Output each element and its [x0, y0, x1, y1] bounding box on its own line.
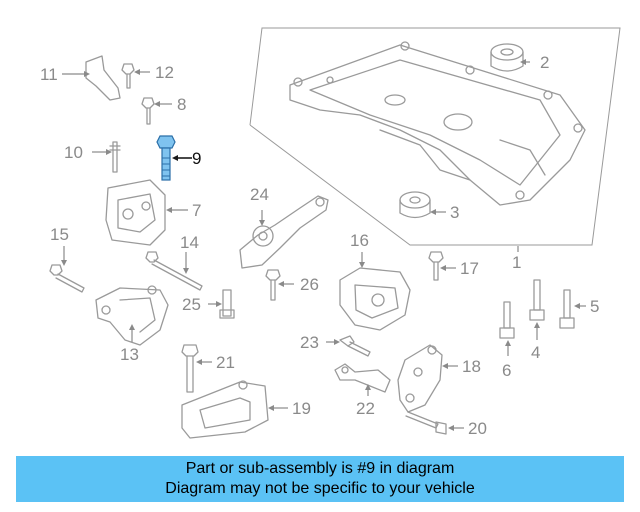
callout-24: 24: [250, 185, 269, 204]
part-23-bolt: [339, 335, 371, 357]
part-2-bushing: [490, 43, 524, 72]
part-16-mount: [339, 267, 411, 331]
part-14-bolt: [145, 251, 203, 291]
part-4-bolt: [529, 279, 545, 321]
callout-17: 17: [460, 259, 479, 278]
parts-diagram: 11 12 8 10 9 7 14 15 13 24 26 25 16 17 2…: [40, 27, 621, 439]
part-25-bolt: [219, 289, 235, 319]
part-10-stud: [109, 141, 121, 173]
callout-15: 15: [50, 225, 69, 244]
callout-18: 18: [462, 357, 481, 376]
part-18-bracket: [397, 344, 443, 413]
callout-9: 9: [192, 149, 201, 168]
callout-6: 6: [502, 361, 511, 380]
banner-line-1: Part or sub-assembly is #9 in diagram: [185, 460, 455, 477]
part-17-bolt: [428, 251, 444, 281]
part-6-bolt: [499, 301, 515, 339]
callout-1: 1: [512, 253, 521, 272]
part-20-bolt: [405, 411, 447, 435]
callout-10: 10: [64, 143, 83, 162]
callout-3: 3: [450, 203, 459, 222]
callout-2: 2: [540, 53, 549, 72]
part-21-bolt: [181, 344, 199, 393]
callout-26: 26: [300, 275, 319, 294]
subframe-box: [249, 27, 621, 246]
callout-14: 14: [180, 233, 199, 252]
part-12-bolt: [121, 63, 135, 89]
callout-5: 5: [590, 297, 599, 316]
leader-lines: [61, 59, 586, 431]
info-banner: Part or sub-assembly is #9 in diagram Di…: [16, 456, 624, 502]
callout-21: 21: [216, 353, 235, 372]
callout-8: 8: [177, 95, 186, 114]
callout-7: 7: [192, 201, 201, 220]
callout-12: 12: [155, 63, 174, 82]
part-8-bolt: [141, 97, 155, 125]
part-15-bolt: [49, 264, 85, 293]
callout-4: 4: [531, 343, 540, 362]
part-22-bracket: [334, 363, 391, 393]
part-19-mount: [181, 380, 269, 439]
callout-13: 13: [120, 345, 139, 364]
callout-25: 25: [182, 295, 201, 314]
callout-22: 22: [356, 399, 375, 418]
callout-16: 16: [350, 231, 369, 250]
part-3-bushing: [399, 191, 431, 219]
callout-labels: 11 12 8 10 9 7 14 15 13 24 26 25 16 17 2…: [40, 53, 599, 438]
part-7-mount: [105, 179, 166, 246]
callout-19: 19: [292, 399, 311, 418]
part-9-bolt: [156, 135, 176, 181]
part-11-bracket: [85, 55, 121, 101]
callout-23: 23: [300, 333, 319, 352]
part-5-bolt: [559, 289, 575, 329]
banner-line-2: Diagram may not be specific to your vehi…: [165, 480, 475, 497]
callout-11: 11: [40, 65, 58, 84]
part-26-bolt: [265, 269, 281, 301]
part-1-subframe: [289, 41, 586, 206]
part-24-torque-rod: [239, 195, 329, 269]
part-13-bracket: [95, 285, 169, 346]
callout-20: 20: [468, 419, 487, 438]
